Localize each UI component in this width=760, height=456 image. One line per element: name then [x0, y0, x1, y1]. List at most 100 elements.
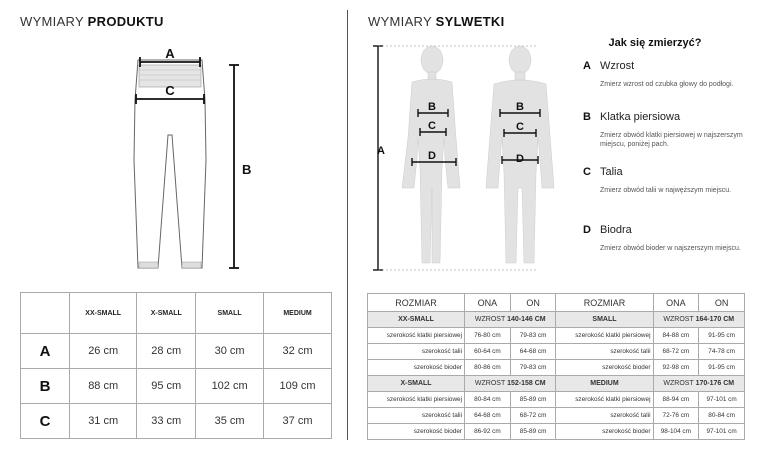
- product-size-table: XX-SMALL X-SMALL SMALL MEDIUM A 26 cm 28…: [20, 292, 332, 439]
- row-label: C: [20, 403, 70, 439]
- measurement-label: szerokość talii: [555, 343, 654, 360]
- table-cell: 35 cm: [195, 403, 265, 439]
- silhouette-size-table: ROZMIAR ONA ON ROZMIAR ONA ON XX-SMALL W…: [366, 293, 745, 440]
- label-C: C: [165, 83, 175, 98]
- size-name: SMALL: [555, 311, 654, 328]
- female-label-D: D: [428, 150, 436, 162]
- measurement-label: szerokość bioder: [555, 359, 654, 376]
- table-cell: 91-95 cm: [698, 327, 745, 344]
- table-cell: 102 cm: [195, 368, 265, 404]
- table-cell: 109 cm: [263, 368, 332, 404]
- table-cell: 64-68 cm: [509, 343, 557, 360]
- female-label-C: C: [428, 120, 436, 132]
- measurement-label: szerokość klatki piersiowej: [555, 327, 654, 344]
- table-cell: 74-78 cm: [698, 343, 745, 360]
- column-header: XX-SMALL: [68, 292, 138, 334]
- table-cell: 80-86 cm: [464, 359, 511, 376]
- label-height-A: A: [377, 145, 385, 157]
- table-cell: 80-84 cm: [698, 407, 745, 424]
- measurement-label: szerokość talii: [366, 343, 466, 360]
- table-row: C 31 cm 33 cm 35 cm 37 cm: [20, 403, 332, 439]
- male-label-C: C: [516, 121, 524, 133]
- height-range: WZROST 164-170 CM: [652, 311, 745, 328]
- column-header: X-SMALL: [136, 292, 197, 334]
- table-cell: 98-104 cm: [652, 423, 700, 440]
- column-header: SMALL: [195, 292, 265, 334]
- product-dimensions-heading: WYMIARY PRODUKTU: [20, 14, 164, 29]
- table-cell: 68-72 cm: [652, 343, 700, 360]
- table-cell: 26 cm: [68, 333, 138, 369]
- column-header: ONA: [464, 293, 511, 312]
- table-cell: 88-94 cm: [652, 391, 700, 408]
- size-name: X-SMALL: [366, 375, 466, 392]
- size-name: MEDIUM: [555, 375, 654, 392]
- table-cell: 97-101 cm: [698, 423, 745, 440]
- column-header: ONA: [652, 293, 700, 312]
- table-cell: 60-64 cm: [464, 343, 511, 360]
- table-cell: 76-80 cm: [464, 327, 511, 344]
- column-header: ROZMIAR: [366, 293, 466, 312]
- table-cell: 28 cm: [136, 333, 197, 369]
- table-cell: 88 cm: [68, 368, 138, 404]
- table-row: szerokość bioder 80-86 cm 79-83 cm szero…: [366, 359, 745, 376]
- right-cuff: [181, 261, 202, 269]
- table-row: szerokość bioder 86-92 cm 85-89 cm szero…: [366, 423, 745, 440]
- table-cell: 79-83 cm: [509, 327, 557, 344]
- measurement-label: szerokość bioder: [366, 359, 466, 376]
- silhouette-dimensions-heading: WYMIARY SYLWETKI: [368, 14, 505, 29]
- silhouette-diagram: A B C D B C D: [373, 45, 555, 271]
- table-cell: 91-95 cm: [698, 359, 745, 376]
- table-cell: 85-89 cm: [509, 391, 557, 408]
- female-label-B: B: [428, 101, 436, 113]
- leggings-diagram: A C B: [133, 46, 251, 269]
- label-A: A: [165, 46, 175, 61]
- waistband: [138, 64, 202, 88]
- height-range: WZROST 170-176 CM: [652, 375, 745, 392]
- column-header: ROZMIAR: [555, 293, 654, 312]
- male-figure: [485, 45, 555, 264]
- table-cell: 95 cm: [136, 368, 197, 404]
- table-cell: 79-83 cm: [509, 359, 557, 376]
- male-label-B: B: [516, 101, 524, 113]
- table-row: szerokość klatki piersiowej 76-80 cm 79-…: [366, 327, 745, 344]
- table-cell: 80-84 cm: [464, 391, 511, 408]
- table-cell: 31 cm: [68, 403, 138, 439]
- size-group-row: XX-SMALL WZROST 140-146 CM SMALL WZROST …: [366, 311, 745, 328]
- table-row: szerokość klatki piersiowej 80-84 cm 85-…: [366, 391, 745, 408]
- table-cell: 72-76 cm: [652, 407, 700, 424]
- table-row: B 88 cm 95 cm 102 cm 109 cm: [20, 368, 332, 404]
- measurement-label: szerokość klatki piersiowej: [555, 391, 654, 408]
- table-corner-cell: [20, 292, 70, 334]
- column-header: ON: [698, 293, 745, 312]
- table-row: szerokość talii 64-68 cm 68-72 cm szerok…: [366, 407, 745, 424]
- table-header-row: ROZMIAR ONA ON ROZMIAR ONA ON: [366, 293, 745, 312]
- measurement-label: szerokość talii: [555, 407, 654, 424]
- table-row: szerokość talii 60-64 cm 64-68 cm szerok…: [366, 343, 745, 360]
- table-cell: 30 cm: [195, 333, 265, 369]
- left-cuff: [138, 261, 159, 269]
- female-figure: [401, 45, 461, 264]
- size-group-row: X-SMALL WZROST 152-158 CM MEDIUM WZROST …: [366, 375, 745, 392]
- table-cell: 92-98 cm: [652, 359, 700, 376]
- size-name: XX-SMALL: [366, 311, 466, 328]
- how-to-measure-title: Jak się zmierzyć?: [608, 37, 702, 49]
- table-cell: 68-72 cm: [509, 407, 557, 424]
- table-cell: 86-92 cm: [464, 423, 511, 440]
- table-cell: 84-88 cm: [652, 327, 700, 344]
- measurement-label: szerokość bioder: [555, 423, 654, 440]
- label-B: B: [242, 162, 251, 177]
- table-cell: 85-89 cm: [509, 423, 557, 440]
- column-header: MEDIUM: [263, 292, 332, 334]
- table-cell: 64-68 cm: [464, 407, 511, 424]
- height-range: WZROST 152-158 CM: [464, 375, 557, 392]
- table-row: A 26 cm 28 cm 30 cm 32 cm: [20, 333, 332, 369]
- measurement-label: szerokość talii: [366, 407, 466, 424]
- row-label: B: [20, 368, 70, 404]
- column-header: ON: [509, 293, 557, 312]
- table-cell: 97-101 cm: [698, 391, 745, 408]
- measurement-label: szerokość bioder: [366, 423, 466, 440]
- table-cell: 33 cm: [136, 403, 197, 439]
- table-header-row: XX-SMALL X-SMALL SMALL MEDIUM: [20, 292, 332, 334]
- measurement-label: szerokość klatki piersiowej: [366, 327, 466, 344]
- height-range: WZROST 140-146 CM: [464, 311, 557, 328]
